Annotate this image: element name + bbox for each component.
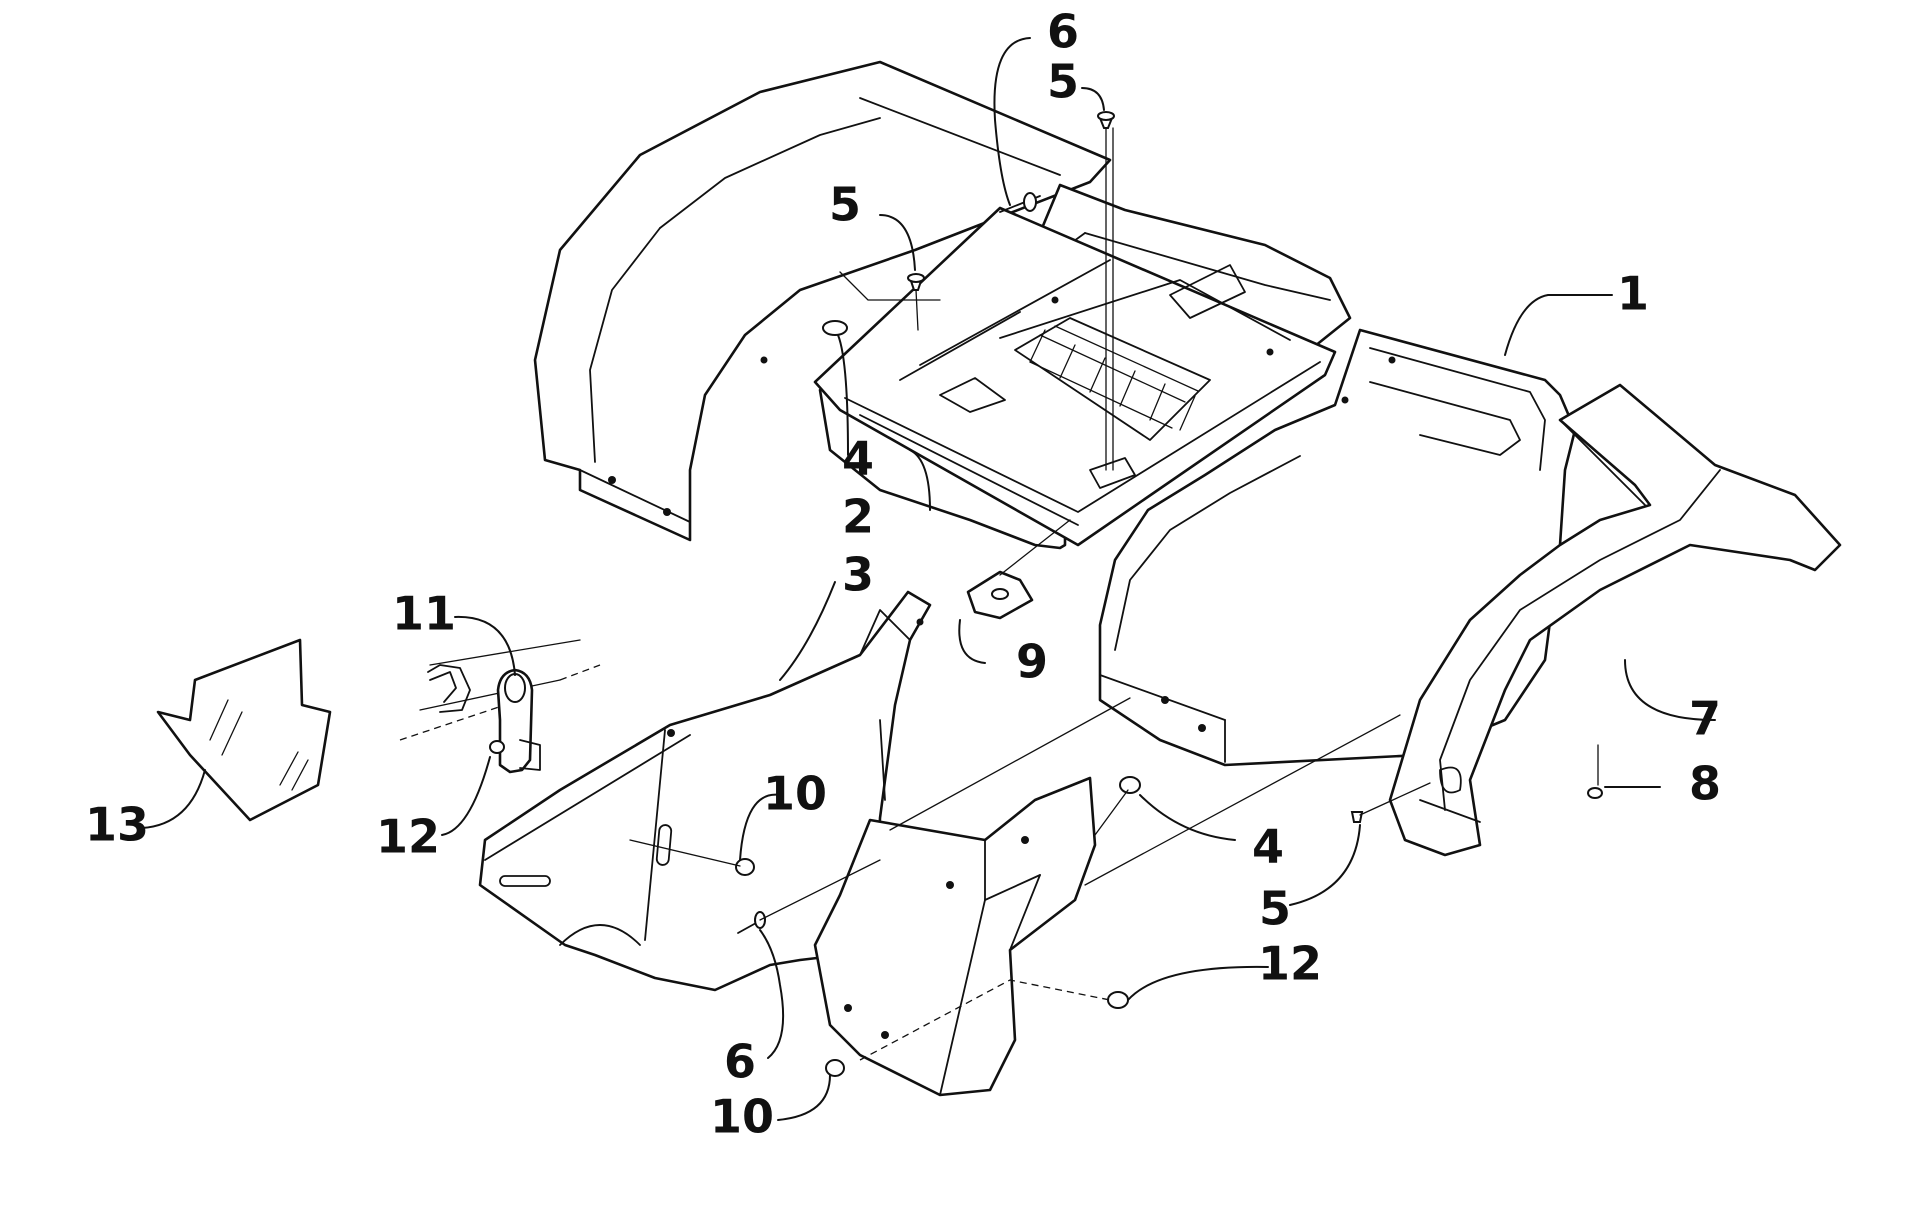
grommet-4-lower: [1119, 776, 1141, 794]
callout-10-lower: 10: [710, 1090, 774, 1144]
leader-lines: [141, 37, 1716, 1121]
grommet-4-upper: [822, 320, 848, 336]
screw-5-c: [1350, 811, 1364, 823]
callout-11: 11: [392, 587, 456, 641]
callout-6-top: 6: [1047, 5, 1079, 59]
callout-3: 3: [842, 548, 874, 602]
left-splash-panel: [478, 590, 932, 992]
storage-rack: [813, 206, 1337, 547]
washer-10-b: [825, 1059, 845, 1077]
callout-6-bottom: 6: [724, 1035, 756, 1089]
callout-8: 8: [1689, 757, 1721, 811]
heat-shield-plate: [156, 638, 332, 822]
nut-12-a: [489, 740, 505, 754]
callout-9: 9: [1016, 635, 1048, 689]
assembly-guide-lines: [629, 127, 1599, 1061]
footwell-side-panel: [813, 697, 1401, 1097]
callout-13: 13: [85, 798, 149, 852]
callout-4-lower: 4: [1252, 820, 1284, 874]
callout-numbers: 1 2 3 4 4 5 5 5 6 6 7 8 9 10 10 11 12 12…: [85, 5, 1721, 1144]
frame-tube-section: [399, 639, 601, 741]
callout-7: 7: [1689, 692, 1721, 746]
washer-10-a: [735, 858, 755, 876]
callout-2: 2: [842, 490, 874, 544]
callout-12-left: 12: [376, 810, 440, 864]
mounting-clamp: [496, 668, 541, 774]
callout-1: 1: [1617, 267, 1649, 321]
nut-12-b: [1107, 991, 1129, 1009]
callout-5-left: 5: [829, 178, 861, 232]
nut-8: [1587, 787, 1603, 799]
side-fender-flare: [1388, 383, 1842, 857]
callout-12-right: 12: [1258, 937, 1322, 991]
callout-5-right: 5: [1259, 882, 1291, 936]
callout-4-upper: 4: [842, 432, 874, 486]
callout-10-upper: 10: [763, 767, 827, 821]
callout-5-top: 5: [1047, 55, 1079, 109]
